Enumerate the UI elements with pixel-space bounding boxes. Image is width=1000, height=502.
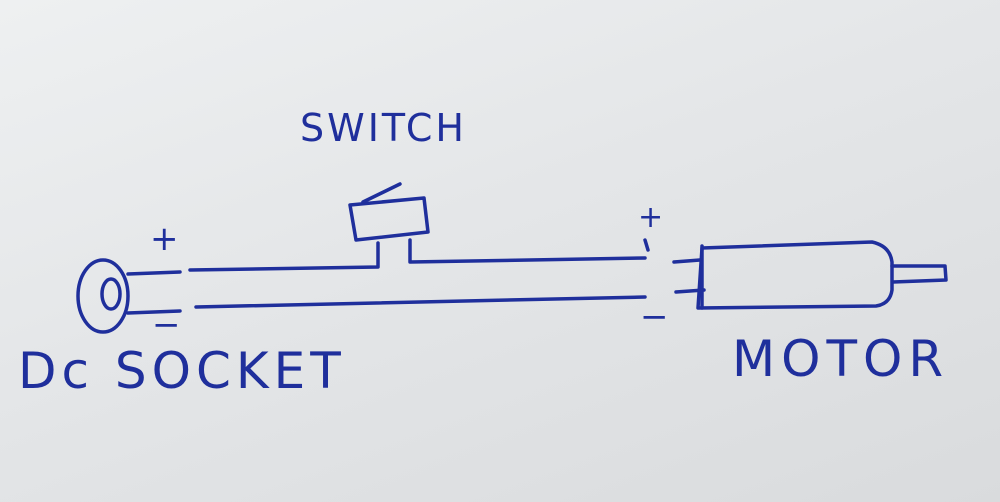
- motor-label: MOTOR: [732, 330, 950, 388]
- positive-wire-left: [188, 241, 380, 272]
- motor-plus-sign: +: [638, 200, 664, 235]
- motor-minus-sign: −: [640, 297, 669, 337]
- socket-positive-terminal: [126, 270, 182, 276]
- switch-symbol: [348, 182, 430, 242]
- switch-lever: [361, 182, 402, 204]
- motor-negative-terminal: [674, 288, 706, 294]
- socket-negative-terminal: [126, 309, 182, 315]
- motor-body: [696, 240, 894, 310]
- socket-minus-sign: −: [152, 305, 181, 345]
- dc-socket-label: Dc SOCKET: [18, 342, 346, 400]
- motor-plus-stroke: [643, 238, 650, 252]
- socket-outer-ring: [76, 258, 130, 334]
- switch-label: SWITCH: [300, 106, 467, 150]
- negative-wire: [194, 295, 647, 309]
- dc-socket-symbol: [76, 258, 182, 334]
- socket-plus-sign: +: [150, 219, 179, 259]
- motor-shaft: [890, 264, 948, 284]
- motor-positive-terminal: [672, 258, 702, 264]
- switch-body: [348, 196, 430, 242]
- socket-inner-pin: [100, 277, 122, 311]
- motor-symbol: [672, 240, 948, 310]
- positive-wire-right: [408, 238, 647, 264]
